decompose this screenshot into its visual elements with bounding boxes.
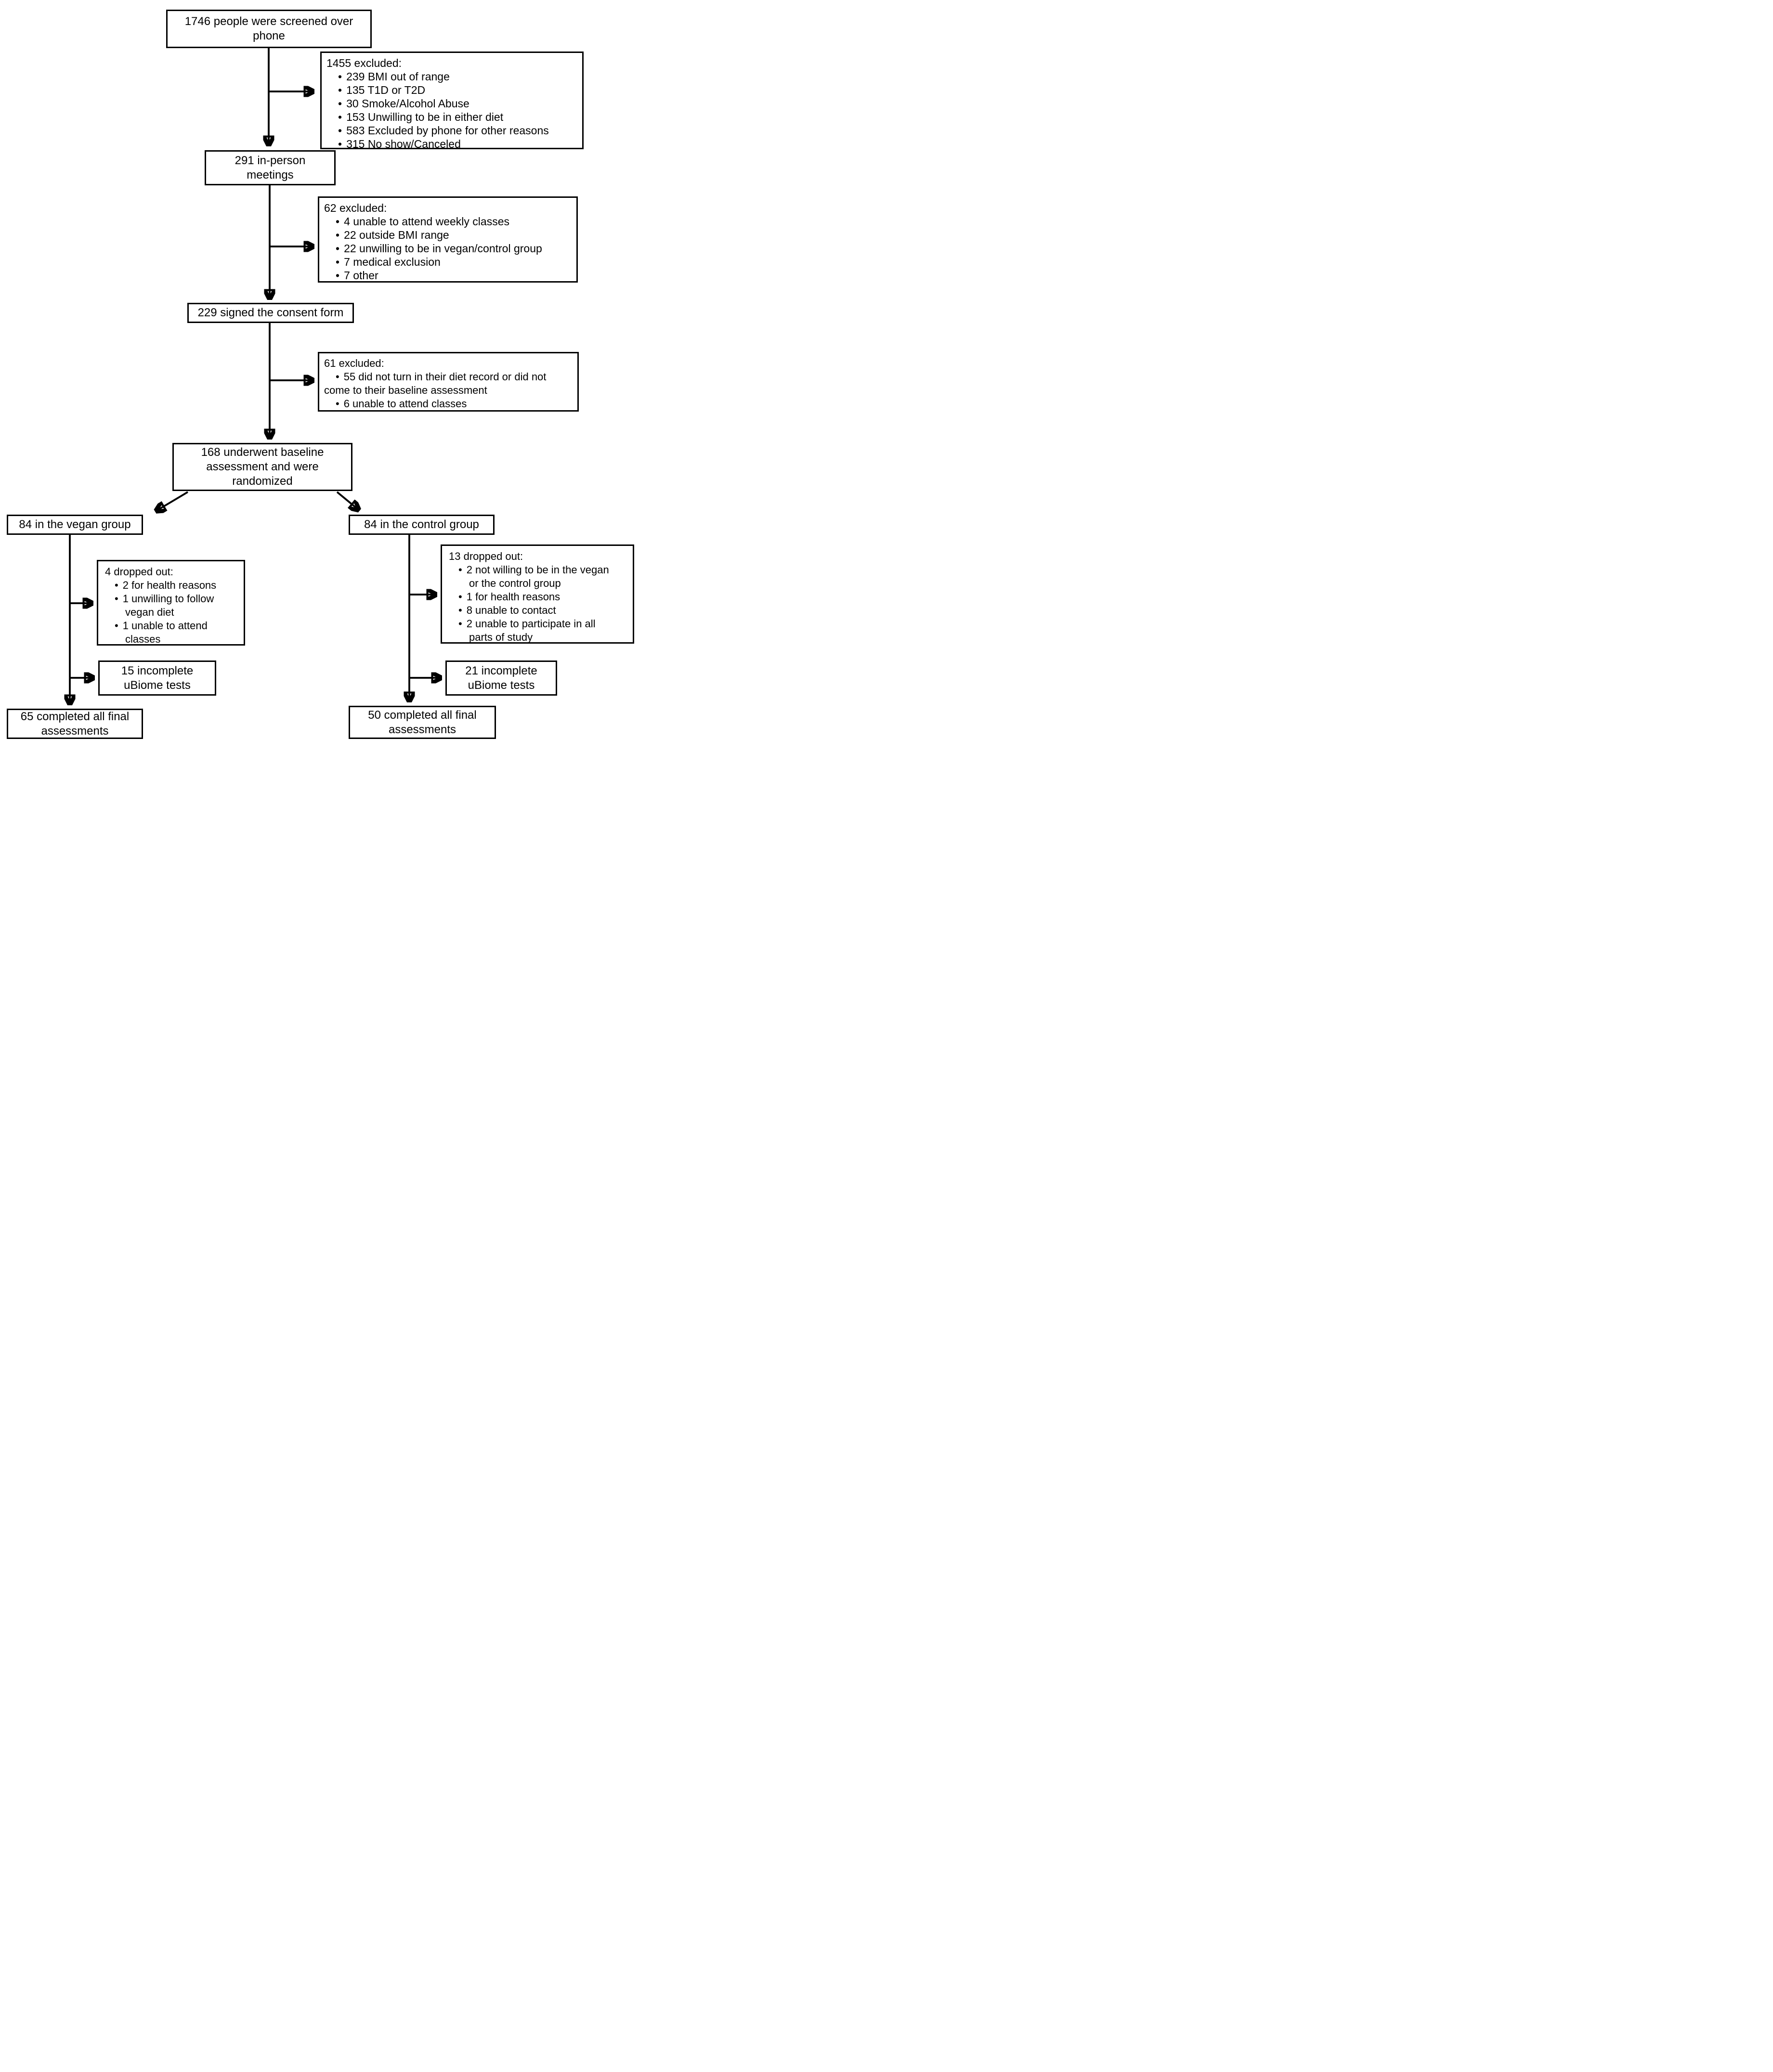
box-vegan-completed: 65 completed all final assessments <box>7 709 143 739</box>
bullet-icon: • <box>338 138 342 150</box>
box-vegan-dropped: 4 dropped out: •2 for health reasons •1 … <box>97 560 245 646</box>
vegan-incomplete-text: 15 incomplete uBiome tests <box>121 664 194 692</box>
excluded-consent-item-continuation: come to their baseline assessment <box>324 384 487 396</box>
bullet-icon: • <box>336 256 340 268</box>
bullet-icon: • <box>338 84 342 96</box>
bullet-icon: • <box>338 124 342 137</box>
box-vegan-incomplete: 15 incomplete uBiome tests <box>98 660 216 696</box>
arrow-randomized-to-control <box>336 491 359 510</box>
vegan-dropped-item-continuation: classes <box>125 633 161 645</box>
control-dropped-header: 13 dropped out: <box>449 550 523 562</box>
box-excluded-phone: 1455 excluded: •239 BMI out of range •13… <box>320 52 584 150</box>
vegan-dropped-header: 4 dropped out: <box>105 566 173 578</box>
excluded-meetings-item: •7 medical exclusion <box>336 256 441 268</box>
excluded-phone-item: •315 No show/Canceled <box>338 138 461 150</box>
bullet-icon: • <box>336 269 340 282</box>
vegan-group-text: 84 in the vegan group <box>19 518 131 531</box>
box-control-completed: 50 completed all final assessments <box>349 706 496 739</box>
box-control-dropped: 13 dropped out: •2 not willing to be in … <box>441 544 634 644</box>
control-dropped-item: •8 unable to contact <box>458 604 556 616</box>
box-control-group: 84 in the control group <box>349 515 495 535</box>
excluded-phone-item: •135 T1D or T2D <box>338 84 426 96</box>
bullet-icon: • <box>336 229 340 241</box>
excluded-phone-item: •30 Smoke/Alcohol Abuse <box>338 97 469 110</box>
box-consent: 229 signed the consent form <box>187 303 354 323</box>
randomized-text: 168 underwent baseline assessment and we… <box>201 446 324 488</box>
bullet-icon: • <box>338 111 342 123</box>
bullet-icon: • <box>458 618 462 630</box>
control-completed-text: 50 completed all final assessments <box>368 708 477 736</box>
arrow-randomized-to-vegan <box>156 491 188 511</box>
bullet-icon: • <box>336 215 340 228</box>
bullet-icon: • <box>458 604 462 616</box>
excluded-consent-item: •6 unable to attend classes <box>336 398 467 410</box>
control-dropped-item: •1 for health reasons <box>458 591 561 603</box>
excluded-meetings-item: •22 outside BMI range <box>336 229 449 241</box>
excluded-phone-header: 1455 excluded: <box>326 57 402 69</box>
consort-flow-diagram: 1746 people were screened over phone 145… <box>0 0 636 743</box>
excluded-meetings-item: •7 other <box>336 269 378 282</box>
bullet-icon: • <box>115 620 118 632</box>
excluded-consent-header: 61 excluded: <box>324 357 384 369</box>
control-dropped-item-continuation: or the control group <box>469 577 561 589</box>
excluded-meetings-header: 62 excluded: <box>324 202 387 214</box>
bullet-icon: • <box>338 97 342 110</box>
box-excluded-consent: 61 excluded: •55 did not turn in their d… <box>318 352 579 412</box>
excluded-consent-item: •55 did not turn in their diet record or… <box>336 371 547 383</box>
excluded-meetings-item: •22 unwilling to be in vegan/control gro… <box>336 242 542 255</box>
bullet-icon: • <box>115 593 118 605</box>
box-control-incomplete: 21 incomplete uBiome tests <box>445 660 557 696</box>
box-randomized: 168 underwent baseline assessment and we… <box>172 443 352 491</box>
box-vegan-group: 84 in the vegan group <box>7 515 143 535</box>
control-dropped-item: •2 not willing to be in the vegan <box>458 564 609 576</box>
box-screened: 1746 people were screened over phone <box>166 10 372 48</box>
vegan-completed-text: 65 completed all final assessments <box>20 710 130 738</box>
excluded-phone-item: •583 Excluded by phone for other reasons <box>338 124 549 137</box>
vegan-dropped-item: •1 unwilling to follow <box>115 593 214 605</box>
vegan-dropped-item: •1 unable to attend <box>115 620 208 632</box>
bullet-icon: • <box>336 242 340 255</box>
bullet-icon: • <box>115 579 118 591</box>
vegan-dropped-item-continuation: vegan diet <box>125 606 174 618</box>
box-meetings: 291 in-person meetings <box>205 150 336 185</box>
control-group-text: 84 in the control group <box>364 518 479 531</box>
control-incomplete-text: 21 incomplete uBiome tests <box>465 664 537 692</box>
bullet-icon: • <box>338 70 342 83</box>
excluded-phone-item: •153 Unwilling to be in either diet <box>338 111 504 123</box>
bullet-icon: • <box>336 398 339 410</box>
excluded-phone-item: •239 BMI out of range <box>338 70 450 83</box>
box-excluded-meetings: 62 excluded: •4 unable to attend weekly … <box>318 196 578 283</box>
bullet-icon: • <box>458 564 462 576</box>
vegan-dropped-item: •2 for health reasons <box>115 579 217 591</box>
meetings-text: 291 in-person meetings <box>235 154 306 181</box>
screened-text: 1746 people were screened over phone <box>184 15 353 42</box>
control-dropped-item-continuation: parts of study <box>469 631 533 643</box>
consent-text: 229 signed the consent form <box>197 306 344 319</box>
bullet-icon: • <box>458 591 462 603</box>
bullet-icon: • <box>336 371 339 383</box>
control-dropped-item: •2 unable to participate in all <box>458 618 596 630</box>
excluded-meetings-item: •4 unable to attend weekly classes <box>336 215 509 228</box>
